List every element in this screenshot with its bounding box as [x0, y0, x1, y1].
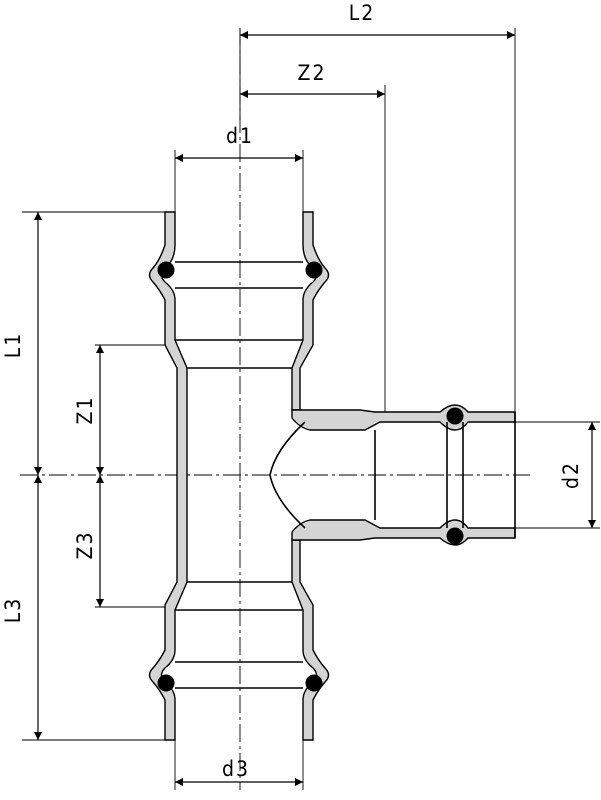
- seal-bottom-right: [305, 674, 323, 692]
- label-Z2: Z2: [298, 61, 327, 85]
- label-L3: L3: [1, 597, 25, 624]
- main-right-wall-lower: [291, 539, 330, 741]
- label-Z1: Z1: [73, 396, 97, 425]
- main-left-wall: [148, 211, 188, 741]
- main-right-wall-upper: [291, 211, 330, 411]
- label-d3: d3: [222, 757, 250, 781]
- seals: [157, 261, 464, 692]
- label-Z3: Z3: [73, 531, 97, 560]
- tee-body: [148, 211, 516, 741]
- seal-top-left: [157, 261, 175, 279]
- seal-branch-top: [446, 407, 464, 425]
- labels: L2 Z2 d1 d3 L1 L3 Z1 Z3 d2: [1, 1, 583, 781]
- label-L1: L1: [1, 332, 25, 359]
- label-d2: d2: [559, 461, 583, 489]
- seal-branch-bottom: [446, 527, 464, 545]
- dimension-lines: [34, 31, 596, 786]
- branch-lower-wall: [291, 519, 516, 546]
- seal-bottom-left: [157, 674, 175, 692]
- seal-top-right: [305, 261, 323, 279]
- branch-upper-wall: [291, 404, 516, 431]
- label-d1: d1: [226, 124, 254, 148]
- label-L2: L2: [349, 1, 376, 25]
- intersection-curve: [269, 421, 306, 529]
